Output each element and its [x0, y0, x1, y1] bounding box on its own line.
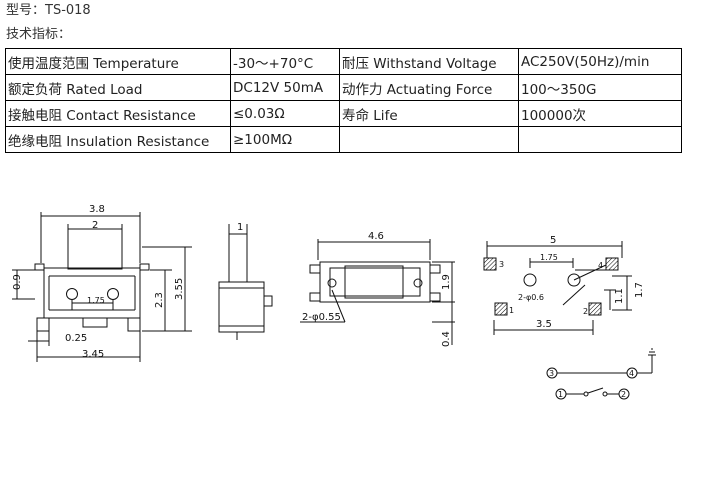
front-dim-bottom-small: 0.25 — [65, 333, 87, 344]
pcb-pad-label-4: 4 — [598, 261, 603, 270]
circuit-node-2: 2 — [621, 390, 626, 399]
spec-label-actuating-force: 动作力 Actuating Force — [339, 74, 519, 101]
front-dim-pin-pitch: 1.75 — [87, 296, 105, 305]
circuit-schematic — [546, 348, 656, 400]
spec-table: 使用温度范围 Temperature -30～+70°C 耐压 Withstan… — [5, 48, 682, 153]
front-dim-width: 3.8 — [89, 204, 105, 215]
front-dim-total-height: 3.55 — [174, 278, 185, 300]
spec-label-rated-load: 额定负荷 Rated Load — [5, 74, 231, 101]
spec-label-insulation-resistance: 绝缘电阻 Insulation Resistance — [5, 126, 231, 153]
spec-label-withstand-voltage: 耐压 Withstand Voltage — [339, 48, 519, 75]
front-dim-left: 0.9 — [12, 274, 23, 290]
spec-label-contact-resistance: 接触电阻 Contact Resistance — [5, 100, 231, 127]
spec-empty-cell — [518, 126, 682, 153]
spec-empty-cell — [339, 126, 519, 153]
pcb-dim-holes: 2-φ0.6 — [518, 293, 544, 302]
pcb-dim-pitch: 1.75 — [540, 253, 558, 262]
circuit-node-1: 1 — [558, 390, 563, 399]
pcb-pad-2 — [588, 302, 602, 316]
pcb-layout — [486, 241, 632, 335]
front-dim-total-width: 3.45 — [82, 349, 104, 360]
pcb-pad-1 — [494, 302, 508, 316]
pcb-pad-4 — [605, 257, 619, 271]
circuit-node-4: 4 — [629, 369, 634, 378]
table-row: 使用温度范围 Temperature -30～+70°C 耐压 Withstan… — [5, 48, 682, 75]
table-row: 额定负荷 Rated Load DC12V 50mA 动作力 Actuating… — [5, 74, 682, 101]
front-view — [12, 212, 192, 362]
circuit-node-3: 3 — [549, 369, 554, 378]
front-dim-actuator: 2 — [92, 220, 98, 231]
top-dim-holes: 2-φ0.55 — [302, 312, 341, 323]
pcb-dim-bottom: 3.5 — [536, 319, 552, 330]
pcb-pad-label-2: 2 — [583, 307, 588, 316]
top-dim-bottom: 0.4 — [441, 331, 452, 347]
pcb-pad-label-1: 1 — [509, 306, 514, 315]
pcb-pad-label-3: 3 — [499, 260, 504, 269]
pcb-dim-right-b: 1.7 — [634, 282, 645, 298]
spec-title: 技术指标： — [6, 27, 72, 42]
pcb-dim-right-a: 1.1 — [614, 288, 625, 304]
pcb-pad-3 — [483, 257, 497, 271]
spec-label-temperature: 使用温度范围 Temperature — [5, 48, 231, 75]
spec-value-contact-resistance: ≤0.03Ω — [230, 100, 340, 127]
top-dim-height: 1.9 — [441, 274, 452, 290]
spec-value-rated-load: DC12V 50mA — [230, 74, 340, 101]
front-dim-body: 2.3 — [154, 292, 165, 308]
model-line: 型号：TS-018 — [6, 3, 91, 18]
spec-value-actuating-force: 100～350G — [518, 74, 682, 101]
spec-value-insulation-resistance: ≥100MΩ — [230, 126, 340, 153]
pcb-dim-width: 5 — [550, 235, 556, 246]
top-view — [300, 239, 455, 345]
top-dim-length: 4.6 — [368, 231, 384, 242]
spec-value-withstand-voltage: AC250V(50Hz)/min — [518, 48, 682, 75]
side-dim-actuator: 1 — [237, 222, 243, 233]
side-view — [218, 224, 273, 340]
table-row: 绝缘电阻 Insulation Resistance ≥100MΩ — [5, 126, 682, 153]
